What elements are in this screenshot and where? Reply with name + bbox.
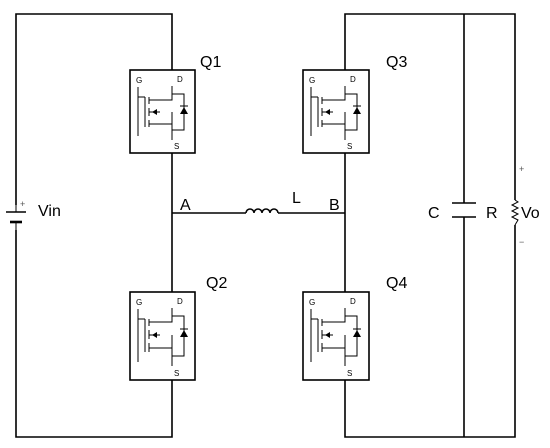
resistor-label: R — [486, 205, 498, 222]
q1-gate-pin-label: G — [136, 76, 142, 85]
source-plus-sign: + — [20, 199, 25, 209]
q2-gate-pin-label: G — [136, 298, 142, 307]
vo-minus-sign: − — [519, 237, 524, 247]
battery-symbol — [6, 205, 26, 230]
vo-label: Vo — [521, 205, 540, 222]
mosfet-q1: G D S — [129, 69, 196, 154]
q4-drain-pin-label: D — [350, 297, 356, 306]
resistor-symbol — [510, 199, 520, 226]
inductor-label: L — [292, 190, 301, 207]
q1-source-pin-label: S — [174, 142, 179, 151]
q2-drain-pin-label: D — [177, 297, 183, 306]
mosfet-q4: G D S — [302, 291, 370, 381]
vo-plus-sign: + — [519, 164, 524, 174]
input-loop-wires — [15, 13, 173, 438]
capacitor-label: C — [428, 205, 440, 222]
q1-label: Q1 — [200, 54, 221, 71]
q3-source-pin-label: S — [347, 142, 352, 151]
q4-source-pin-label: S — [347, 369, 352, 378]
q1-drain-pin-label: D — [177, 75, 183, 84]
capacitor-symbol — [452, 202, 476, 218]
q4-label: Q4 — [386, 275, 407, 292]
inductor-branch — [172, 208, 345, 214]
q2-source-pin-label: S — [174, 369, 179, 378]
q3-gate-pin-label: G — [309, 76, 315, 85]
q3-label: Q3 — [386, 54, 407, 71]
output-loop-wires — [344, 13, 516, 438]
mosfet-q3: G D S — [302, 69, 370, 154]
q2-label: Q2 — [206, 275, 227, 292]
q4-gate-pin-label: G — [309, 298, 315, 307]
node-a-label: A — [180, 197, 191, 214]
q3-drain-pin-label: D — [350, 75, 356, 84]
mosfet-q2: G D S — [129, 291, 196, 381]
node-b-label: B — [329, 197, 340, 214]
vin-label: Vin — [38, 203, 61, 220]
